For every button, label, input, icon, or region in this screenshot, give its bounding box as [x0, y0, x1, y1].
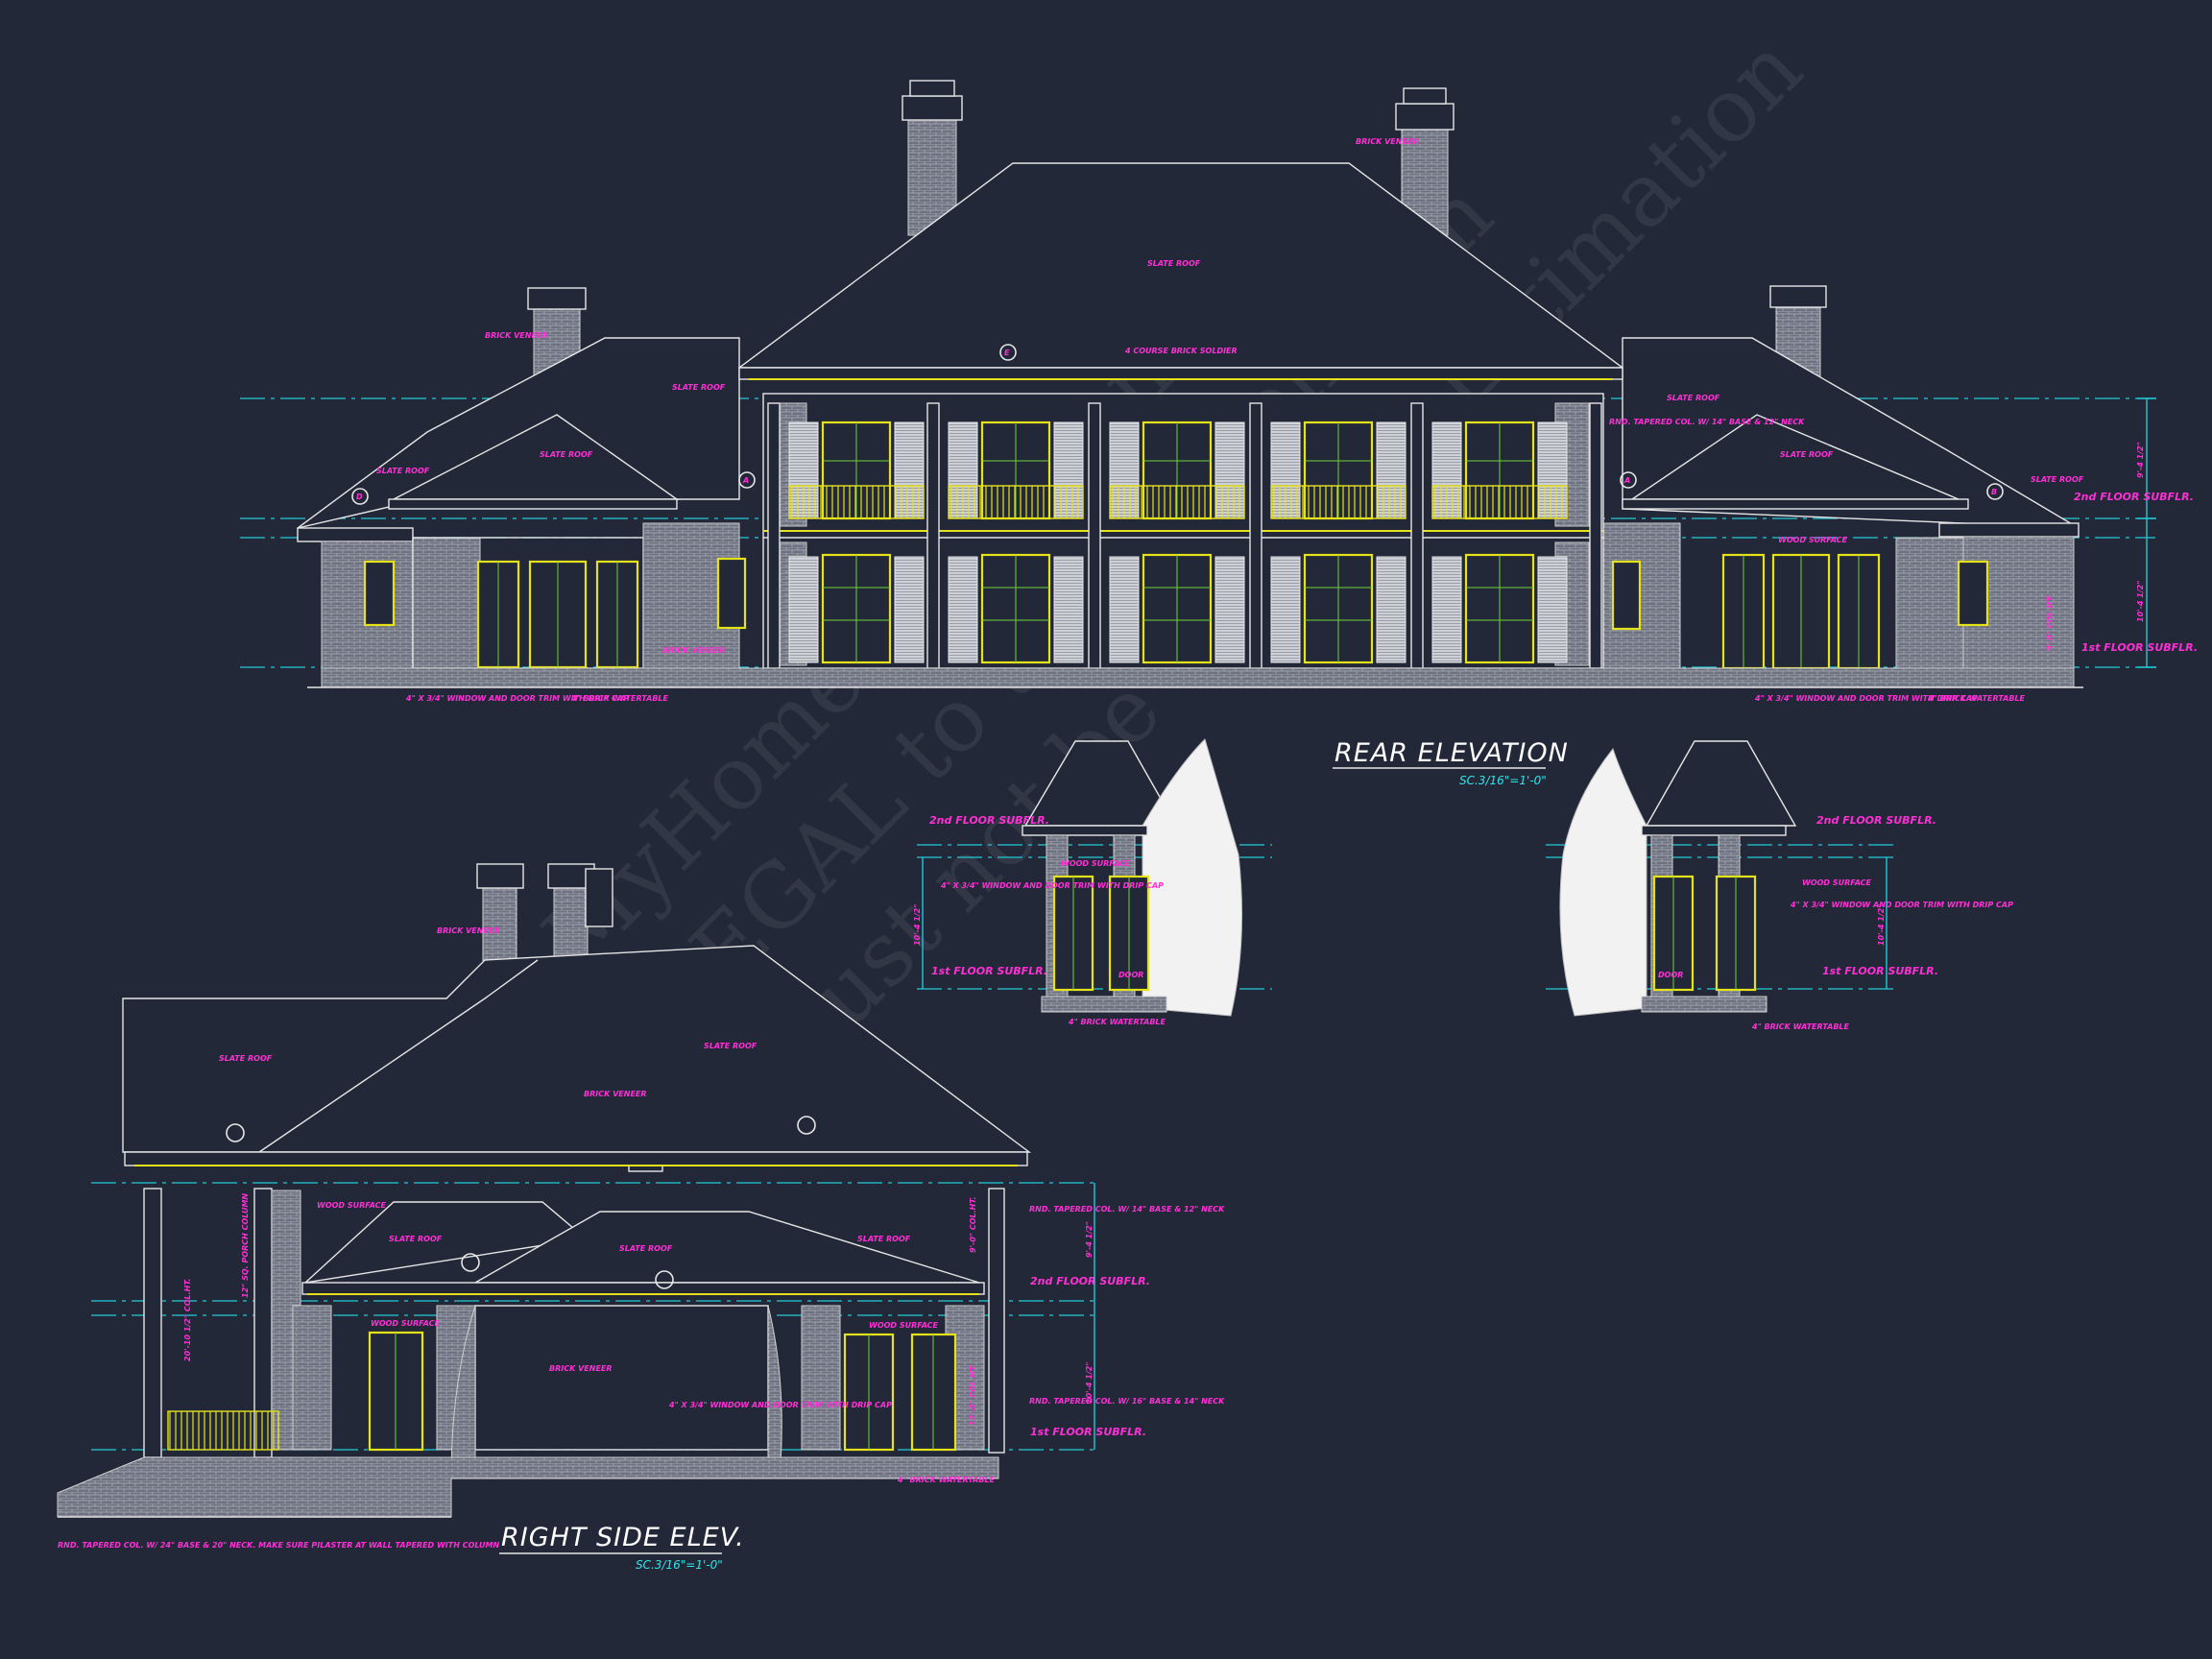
note-water-table-left: 4" BRICK WATERTABLE	[570, 694, 669, 703]
tag-a: A	[742, 476, 749, 485]
note-slate-roof-right2: SLATE ROOF	[1780, 450, 1834, 459]
note-slate-roof-left3: SLATE ROOF	[540, 450, 593, 459]
side-elevation-scale: SC.3/16"=1'-0"	[636, 1558, 723, 1572]
side-win-trim: 4" X 3/4" WINDOW AND DOOR TRIM WITH DRIP…	[668, 1401, 892, 1409]
detail-right-floor1: 1st FLOOR SUBFLR.	[1822, 965, 1938, 977]
side-tapered-col-bot: RND. TAPERED COL. W/ 16" BASE & 14" NECK	[1029, 1397, 1225, 1406]
rear-left-wing-windows	[363, 557, 747, 669]
side-brick-veneer-mid: BRICK VENEER	[584, 1090, 647, 1098]
note-brick-veneer-top: BRICK VENEER	[1356, 137, 1419, 146]
side-dim-lower: 10'-4 1/2"	[1085, 1362, 1094, 1404]
detail-left-win-trim: 4" X 3/4" WINDOW AND DOOR TRIM WITH DRIP…	[940, 881, 1164, 890]
note-slate-roof-main: SLATE ROOF	[1147, 259, 1201, 268]
col-height: 9'-0" COL.HT.	[2046, 595, 2055, 652]
side-slate-roof-b: SLATE ROOF	[704, 1042, 757, 1050]
rear-right-wing-windows	[1611, 553, 1989, 670]
detail-right-wood-surface: WOOD SURFACE	[1802, 878, 1872, 887]
side-col-ht: 20'-10 1/2" COL.HT.	[183, 1279, 192, 1361]
side-wood-surface-a: WOOD SURFACE	[371, 1319, 441, 1328]
detail-left-water-table: 4" BRICK WATERTABLE	[1068, 1018, 1166, 1026]
side-water-table: 4" BRICK WATERTABLE	[897, 1476, 996, 1484]
tag-a2: A	[1623, 476, 1630, 485]
note-slate-roof-left: SLATE ROOF	[672, 383, 726, 392]
note-tapered-col: RND. TAPERED COL. W/ 14" BASE & 12" NECK	[1609, 418, 1805, 426]
rear-elevation-title: REAR ELEVATION	[1334, 738, 1569, 768]
rear-notes: BRICK VENEER SLATE ROOF BRICK VENEER SLA…	[376, 137, 2084, 703]
tag-b: B	[1991, 488, 1997, 496]
rear-dimensions: 9'-4 1/2" 10'-4 1/2" 2nd FLOOR SUBFLR. 1…	[2046, 397, 2198, 668]
note-water-table-right: 4" BRICK WATERTABLE	[1927, 694, 2026, 703]
detail-left: 2nd FLOOR SUBFLR. 1st FLOOR SUBFLR. 4" X…	[913, 738, 1272, 1026]
detail-left-door: DOOR	[1118, 971, 1143, 979]
rear-bays	[788, 421, 1568, 664]
note-brick-veneer-left: BRICK VENEER	[485, 331, 548, 340]
note-course-brick: 4 COURSE BRICK SOLDIER	[1124, 347, 1238, 355]
side-floor1: 1st FLOOR SUBFLR.	[1030, 1426, 1146, 1438]
detail-left-floor1: 1st FLOOR SUBFLR.	[931, 965, 1047, 977]
side-brick-veneer-chim: BRICK VENEER	[437, 926, 500, 935]
side-brick-veneer-low: BRICK VENEER	[549, 1364, 613, 1373]
side-tapered-col-top: RND. TAPERED COL. W/ 14" BASE & 12" NECK	[1029, 1205, 1225, 1214]
dim-lower: 10'-4 1/2"	[2136, 581, 2145, 622]
side-floor2: 2nd FLOOR SUBFLR.	[1030, 1275, 1150, 1287]
side-slate-roof-e: SLATE ROOF	[857, 1235, 911, 1243]
detail-right: 2nd FLOOR SUBFLR. 1st FLOOR SUBFLR. 4" X…	[1546, 740, 2013, 1031]
side-elevation-title: RIGHT SIDE ELEV.	[501, 1523, 745, 1552]
note-brick-veneer-mid: BRICK VENEER	[662, 646, 726, 655]
side-slate-roof-d: SLATE ROOF	[619, 1244, 673, 1253]
right-side-elevation: BRICK VENEER SLATE ROOF SLATE ROOF BRICK…	[57, 863, 1225, 1572]
side-porch-col: 12" SQ. PORCH COLUMN	[241, 1193, 250, 1298]
floor1-label: 1st FLOOR SUBFLR.	[2081, 641, 2198, 654]
tag-d: D	[356, 493, 363, 501]
detail-right-win-trim: 4" X 3/4" WINDOW AND DOOR TRIM WITH DRIP…	[1790, 901, 2013, 909]
side-dim-upper: 9'-4 1/2"	[1085, 1221, 1094, 1258]
detail-left-dim: 10'-4 1/2"	[913, 904, 922, 946]
detail-right-floor2: 2nd FLOOR SUBFLR.	[1816, 814, 1936, 827]
note-win-trim-left: 4" X 3/4" WINDOW AND DOOR TRIM WITH DRIP…	[405, 694, 629, 703]
rear-elevation-scale: SC.3/16"=1'-0"	[1459, 774, 1547, 787]
note-wood-surface: WOOD SURFACE	[1778, 536, 1848, 544]
detail-right-dim: 10'-4 1/2"	[1877, 904, 1886, 946]
side-note-bottom: RND. TAPERED COL. W/ 24" BASE & 20" NECK…	[58, 1541, 499, 1550]
side-wood-surface-b: WOOD SURFACE	[869, 1321, 939, 1330]
detail-right-door: DOOR	[1658, 971, 1683, 979]
side-col-ht2: 12'-0" COL.HT.	[969, 1364, 977, 1426]
side-notes: BRICK VENEER SLATE ROOF SLATE ROOF BRICK…	[58, 926, 1225, 1550]
note-slate-roof-left2: SLATE ROOF	[376, 467, 430, 475]
side-slate-roof-c: SLATE ROOF	[389, 1235, 443, 1243]
side-wood-surface-c: WOOD SURFACE	[317, 1201, 387, 1210]
note-slate-roof-right: SLATE ROOF	[1667, 394, 1720, 402]
dim-upper: 9'-4 1/2"	[2136, 442, 2145, 478]
detail-left-floor2: 2nd FLOOR SUBFLR.	[929, 814, 1049, 827]
note-win-trim-right: 4" X 3/4" WINDOW AND DOOR TRIM WITH DRIP…	[1754, 694, 1978, 703]
floor2-label: 2nd FLOOR SUBFLR.	[2074, 491, 2194, 503]
rear-elevation: E D A A B BRICK VENEER SLATE ROOF BRICK …	[240, 80, 2198, 787]
detail-left-wood-surface: WOOD SURFACE	[1061, 859, 1131, 868]
tag-e: E	[1004, 349, 1010, 357]
rear-window-tags: E D A A B	[351, 344, 2004, 505]
note-slate-roof-right3: SLATE ROOF	[2031, 475, 2084, 484]
side-slate-roof-a: SLATE ROOF	[219, 1054, 273, 1063]
side-col-ht3: 9'-0" COL.HT.	[969, 1197, 977, 1254]
detail-right-water-table: 4" BRICK WATERTABLE	[1751, 1022, 1850, 1031]
